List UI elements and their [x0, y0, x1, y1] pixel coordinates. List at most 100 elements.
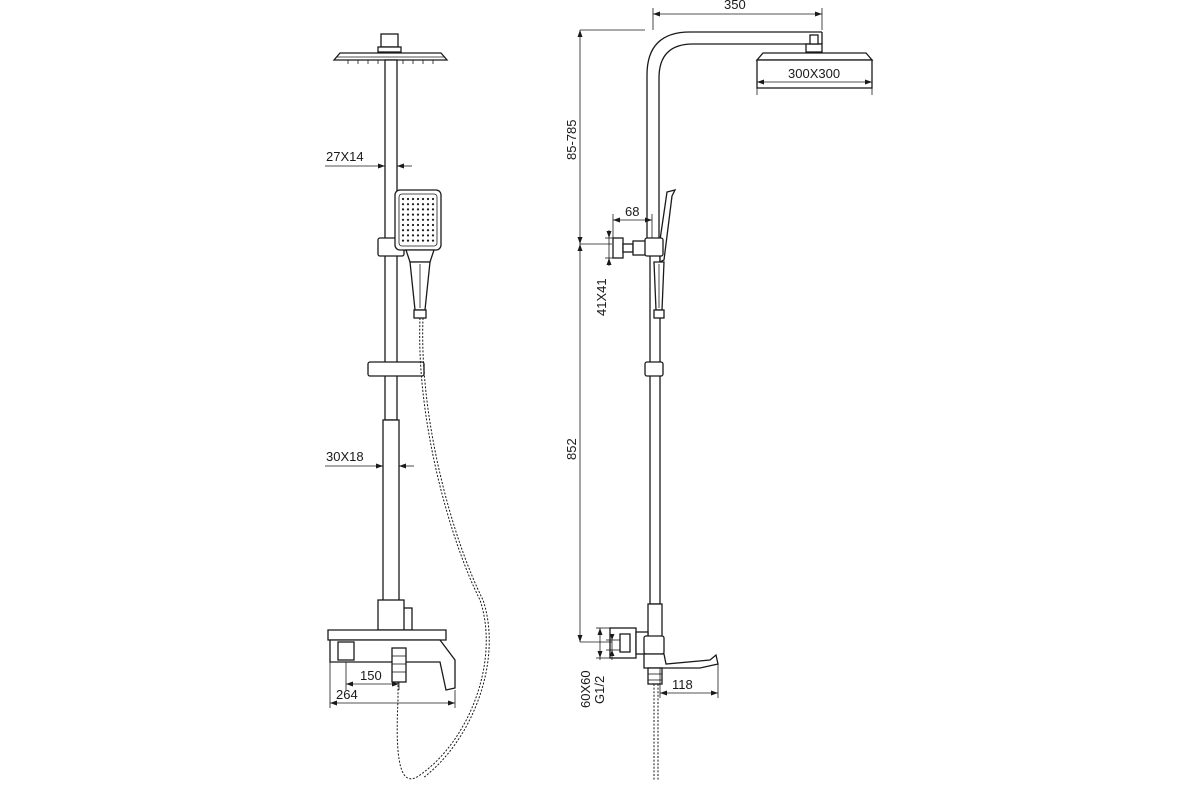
nozzle-dot	[401, 223, 405, 227]
nozzle-dot	[406, 208, 410, 211]
nozzle-dot	[431, 234, 435, 237]
nozzle-dot	[421, 234, 425, 237]
side-mixer	[609, 627, 719, 685]
nozzle-dot	[401, 197, 405, 201]
nozzle-dot	[411, 234, 415, 237]
dim-label-arm-reach: 350	[724, 0, 746, 12]
nozzle-dot	[431, 197, 435, 201]
nozzle-dot	[401, 213, 405, 216]
front-shower-head	[332, 33, 449, 64]
dim-label-inlet-size: 60X60	[578, 670, 593, 708]
dim-head-size: 300X300	[756, 66, 873, 95]
side-view: 350 300X300 85-785 852	[564, 0, 874, 780]
nozzle-dot	[421, 213, 425, 216]
nozzle-dot	[401, 203, 405, 206]
front-view: 27X14 30X18 150 264	[325, 33, 490, 780]
dim-spout-reach: 118	[659, 664, 719, 698]
nozzle-dot	[431, 218, 435, 221]
nozzle-dot	[411, 208, 415, 211]
nozzle-dot	[411, 229, 415, 232]
dim-pipe-lower: 30X18	[325, 449, 414, 469]
nozzle-dot	[426, 239, 430, 242]
nozzle-dot	[431, 239, 435, 242]
nozzle-dot	[401, 218, 405, 221]
nozzle-dot	[421, 197, 425, 201]
side-middle-bracket	[644, 361, 664, 377]
nozzle-dot	[421, 203, 425, 206]
dim-label-spout-reach: 118	[672, 677, 693, 692]
nozzle-dot	[406, 203, 410, 206]
dim-mixer-outer: 264	[329, 662, 456, 708]
nozzle-dot	[426, 197, 430, 201]
side-wall-holder	[612, 237, 664, 259]
front-hand-shower	[394, 189, 442, 319]
nozzle-dot	[431, 203, 435, 206]
nozzle-dot	[406, 197, 410, 201]
dim-holder-offset: 68	[612, 204, 653, 238]
nozzle-dot	[406, 223, 410, 227]
nozzle-dot	[411, 197, 415, 201]
nozzle-dot	[411, 223, 415, 227]
dim-label-mixer-outer: 264	[336, 687, 358, 702]
dim-pipe-upper: 27X14	[325, 149, 412, 169]
nozzle-dot	[416, 203, 420, 206]
nozzle-dot	[416, 223, 420, 227]
dim-label-pipe-upper: 27X14	[326, 149, 364, 164]
nozzle-dot	[421, 239, 425, 242]
dim-label-inlet-thread: G1/2	[592, 676, 607, 704]
nozzle-dot	[426, 203, 430, 206]
nozzle-dot	[421, 223, 425, 227]
nozzle-dot	[406, 213, 410, 216]
front-hose	[396, 317, 487, 780]
nozzle-dot	[426, 208, 430, 211]
nozzle-dot	[431, 223, 435, 227]
front-middle-bracket	[367, 361, 425, 377]
nozzle-dot	[406, 218, 410, 221]
nozzle-dot	[426, 223, 430, 227]
nozzle-dot	[406, 234, 410, 237]
nozzle-dot	[421, 208, 425, 211]
nozzle-dot	[406, 229, 410, 232]
nozzle-dot	[426, 218, 430, 221]
nozzle-dot	[411, 203, 415, 206]
dim-inlet	[596, 627, 620, 660]
dim-label-mixer-inner: 150	[360, 668, 382, 683]
nozzle-dot	[431, 229, 435, 232]
front-mixer	[327, 599, 456, 691]
nozzle-dot	[411, 239, 415, 242]
dim-label-holder-size: 41X41	[594, 278, 609, 316]
side-shower-head	[755, 34, 874, 89]
nozzle-dot	[401, 208, 405, 211]
nozzle-dot	[431, 208, 435, 211]
nozzle-dot	[416, 213, 420, 216]
nozzle-dot	[401, 234, 405, 237]
nozzle-dot	[401, 239, 405, 242]
nozzle-dot	[426, 229, 430, 232]
nozzle-dot	[406, 239, 410, 242]
nozzle-dot	[421, 229, 425, 232]
dim-label-pipe-lower: 30X18	[326, 449, 364, 464]
dim-vertical-chain	[577, 29, 645, 643]
nozzle-dot	[426, 213, 430, 216]
side-hand-shower	[653, 189, 677, 319]
dim-label-height-adjust: 85-785	[564, 120, 579, 160]
nozzle-dot	[416, 239, 420, 242]
side-riser-and-arm	[646, 31, 823, 240]
dim-mixer-inner: 150	[345, 662, 400, 690]
dim-label-head-size: 300X300	[788, 66, 840, 81]
nozzle-dot	[416, 197, 420, 201]
dim-holder-size	[605, 230, 613, 266]
nozzle-dot	[416, 229, 420, 232]
dim-arm-reach: 350	[652, 0, 823, 30]
nozzle-dot	[421, 218, 425, 221]
nozzle-dot	[426, 234, 430, 237]
nozzle-dot	[401, 229, 405, 232]
front-lower-pipe	[382, 419, 400, 603]
nozzle-dot	[411, 213, 415, 216]
nozzle-dot	[416, 234, 420, 237]
nozzle-dot	[416, 208, 420, 211]
dim-label-pipe-length: 852	[564, 438, 579, 460]
nozzle-dot	[431, 213, 435, 216]
nozzle-dot	[416, 218, 420, 221]
